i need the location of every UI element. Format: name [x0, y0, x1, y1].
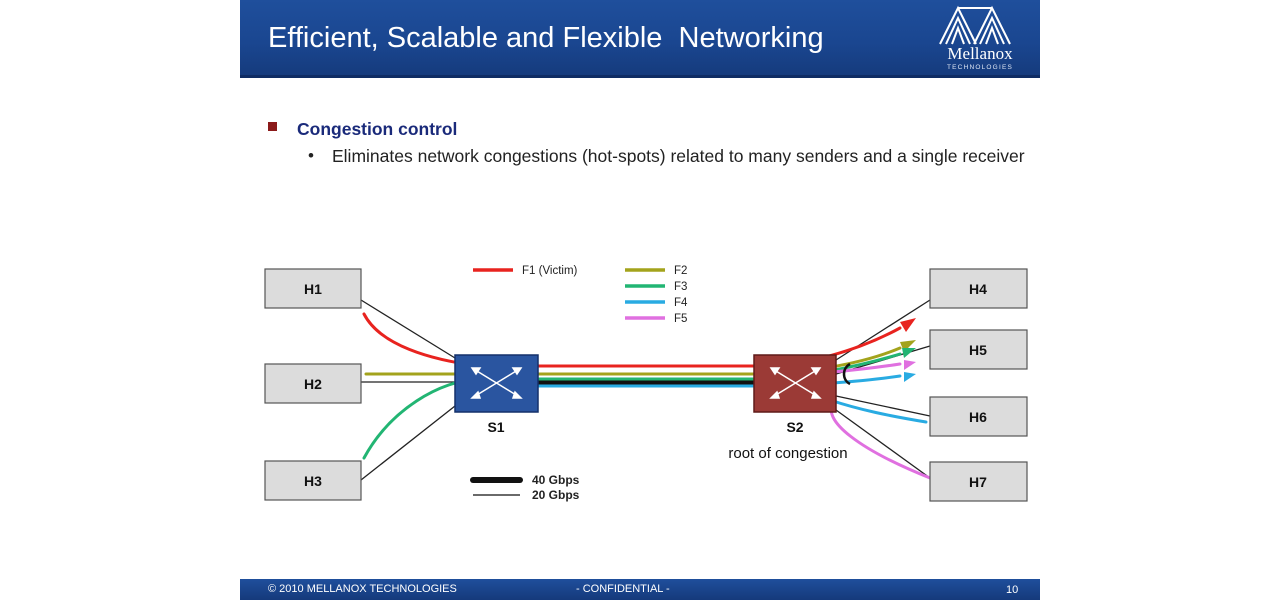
logo-subtitle: TECHNOLOGIES: [946, 64, 1014, 71]
legend-f4-label: F4: [674, 297, 688, 309]
host-h5-label: H5: [969, 342, 987, 358]
link-h3-s1: [360, 405, 456, 481]
link-lines-20gbps: [360, 299, 931, 481]
footer-page-number: 10: [1006, 584, 1019, 596]
host-h2-box: [264, 363, 362, 404]
sub-bullet-text: Eliminates network congestions (hot-spot…: [332, 146, 1025, 166]
bullet-square-icon: [268, 122, 277, 131]
legend-40gbps-label: 40 Gbps: [532, 473, 580, 487]
link-h1-s1: [360, 299, 456, 359]
host-h4-box: [929, 268, 1028, 309]
footer-confidential: - CONFIDENTIAL -: [576, 583, 670, 595]
link-s2-h7: [835, 409, 931, 479]
slide: Efficient, Scalable and Flexible Network…: [240, 0, 1040, 600]
legend-f3-label: F3: [674, 281, 687, 293]
flow-legend: F1 (Victim) F2 F3 F4 F5: [473, 265, 688, 325]
host-h5-box: [929, 329, 1028, 370]
f4-arrow-icon: [904, 372, 916, 382]
legend-f1-label: F1 (Victim): [522, 265, 578, 277]
sub-bullet-dot-icon: •: [308, 146, 314, 165]
slide-title: Efficient, Scalable and Flexible Network…: [268, 22, 824, 54]
host-boxes: [264, 268, 1028, 502]
bullet-heading: Congestion control: [297, 119, 458, 139]
host-h1-label: H1: [304, 281, 322, 297]
mellanox-logo-icon: [939, 5, 1011, 45]
legend-20gbps-label: 20 Gbps: [532, 488, 580, 502]
f3-arrow-icon: [902, 348, 916, 358]
link-legend: 40 Gbps 20 Gbps: [470, 473, 580, 502]
slide-header: Efficient, Scalable and Flexible Network…: [240, 0, 1040, 78]
host-h1-box: [264, 268, 362, 309]
flow-arrowheads: [900, 318, 916, 382]
footer-copyright: © 2010 MELLANOX TECHNOLOGIES: [268, 583, 457, 595]
host-h7-box: [929, 461, 1028, 502]
switch-s2-arrows-icon: [769, 367, 822, 399]
link-s2-h6: [835, 395, 931, 417]
host-h6-box: [929, 396, 1028, 437]
congestion-marker-icon: [842, 362, 851, 386]
switch-s2-label: S2: [786, 419, 803, 435]
host-h6-label: H6: [969, 409, 987, 425]
host-h2-label: H2: [304, 376, 322, 392]
legend-f5-label: F5: [674, 313, 687, 325]
host-h4-label: H4: [969, 281, 987, 297]
switch-s2: S2 root of congestion: [728, 354, 848, 462]
congestion-diagram: S1 S2 root of congestion H1 H2: [264, 265, 1028, 502]
switch-s1-label: S1: [487, 419, 504, 435]
legend-f2-label: F2: [674, 265, 687, 277]
host-h3-label: H3: [304, 473, 322, 489]
congestion-annotation: root of congestion: [728, 445, 847, 462]
host-h3-box: [264, 460, 362, 501]
switch-s1: S1: [454, 354, 539, 435]
flow-f3: [362, 352, 902, 460]
f5-arrow-icon: [904, 360, 916, 370]
switch-s1-arrows-icon: [470, 367, 523, 399]
logo-name: Mellanox: [947, 44, 1013, 63]
host-h7-label: H7: [969, 474, 987, 490]
mellanox-logo: Mellanox TECHNOLOGIES: [930, 4, 1030, 74]
slide-footer: © 2010 MELLANOX TECHNOLOGIES - CONFIDENT…: [240, 579, 1040, 600]
f1-arrow-icon: [900, 318, 916, 332]
